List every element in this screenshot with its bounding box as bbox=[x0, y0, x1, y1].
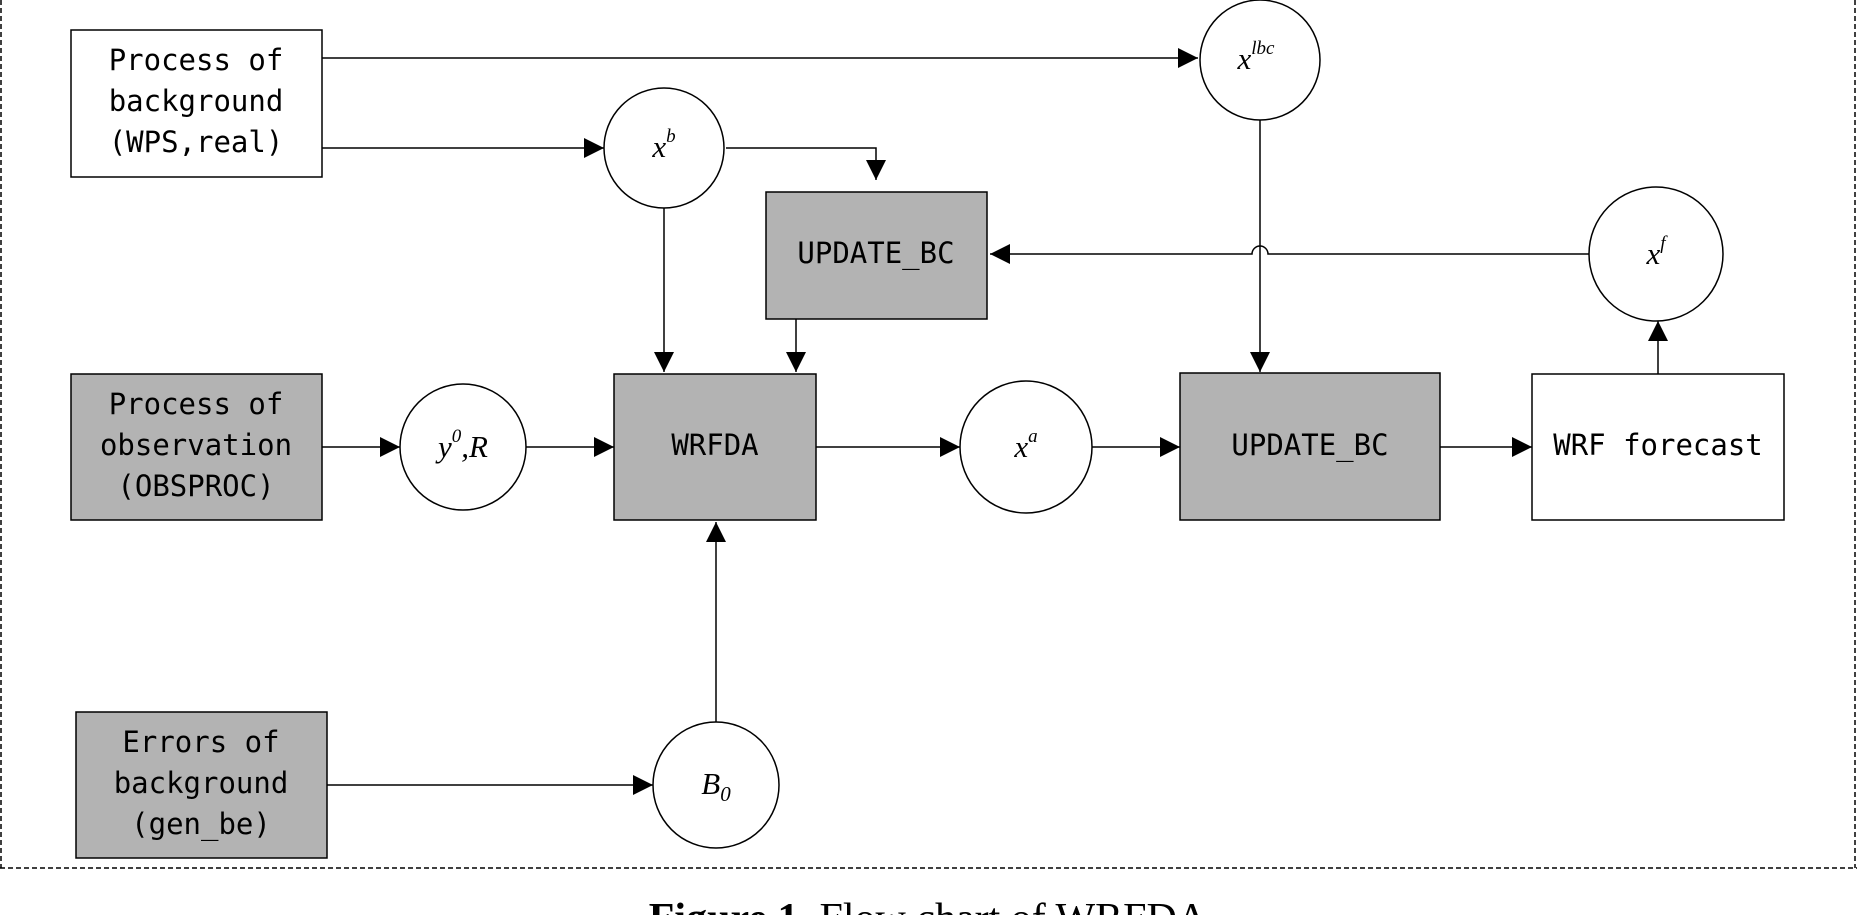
box-label: WRF forecast bbox=[1553, 428, 1763, 462]
circle bbox=[652, 721, 780, 849]
var-y0-r: y0,R bbox=[399, 383, 527, 511]
box-label: WRFDA bbox=[671, 428, 758, 462]
box bbox=[70, 373, 323, 521]
box-line-3: (OBSPROC) bbox=[117, 469, 274, 503]
node-proc-observation: Process of observation (OBSPROC) bbox=[70, 373, 323, 521]
caption-text: Flow chart of WRFDA bbox=[809, 896, 1208, 915]
var-subscript: 0 bbox=[720, 782, 731, 806]
var-base: x bbox=[1237, 41, 1252, 76]
node-errors-background: Errors of background (gen_be) bbox=[75, 711, 328, 859]
var-label: xb bbox=[651, 126, 675, 164]
var-label: xa bbox=[1013, 426, 1037, 464]
var-base: y bbox=[435, 429, 452, 464]
box bbox=[70, 29, 323, 178]
circle bbox=[959, 380, 1093, 514]
circle bbox=[1199, 0, 1321, 121]
arrow-xf-to-update-bc-top bbox=[990, 244, 1590, 264]
var-base: x bbox=[1645, 236, 1660, 271]
box bbox=[765, 191, 988, 320]
node-wrfda: WRFDA bbox=[613, 373, 817, 521]
var-base: B bbox=[701, 766, 720, 801]
box-line-1: Process of bbox=[109, 43, 284, 77]
box-line-3: (WPS,real) bbox=[109, 125, 284, 159]
box-line-2: observation bbox=[100, 428, 292, 462]
box bbox=[75, 711, 328, 859]
var-x-b: xb bbox=[603, 87, 725, 209]
box-line-3: (gen_be) bbox=[131, 807, 271, 842]
node-proc-background: Process of background (WPS,real) bbox=[70, 29, 323, 178]
node-update-bc-top: UPDATE_BC bbox=[765, 191, 988, 320]
box-line-2: background bbox=[109, 84, 284, 118]
var-x-f: xf bbox=[1588, 186, 1724, 322]
box-label: UPDATE_BC bbox=[1231, 428, 1388, 463]
var-label: y0,R bbox=[435, 426, 488, 464]
var-superscript: b bbox=[666, 126, 676, 147]
node-update-bc-main: UPDATE_BC bbox=[1179, 372, 1441, 521]
connectors bbox=[322, 48, 1668, 795]
var-superscript: lbc bbox=[1251, 38, 1275, 59]
var-superscript: f bbox=[1660, 233, 1668, 254]
node-wrf-forecast: WRF forecast bbox=[1531, 373, 1785, 521]
box bbox=[613, 373, 817, 521]
caption-label: Figure 1. bbox=[649, 896, 809, 915]
circle bbox=[399, 383, 527, 511]
var-label: xlbc bbox=[1237, 38, 1276, 76]
var-base: x bbox=[1013, 429, 1028, 464]
var-b0: B0 bbox=[652, 721, 780, 849]
box-line-1: Process of bbox=[109, 387, 284, 421]
figure-caption: Figure 1. Flow chart of WRFDA bbox=[649, 896, 1208, 915]
var-superscript: a bbox=[1028, 426, 1038, 447]
box bbox=[1179, 372, 1441, 521]
box bbox=[1531, 373, 1785, 521]
box-line-2: background bbox=[114, 766, 289, 800]
var-tail: ,R bbox=[461, 429, 488, 464]
box-label: UPDATE_BC bbox=[797, 236, 954, 271]
var-superscript: 0 bbox=[452, 426, 462, 447]
var-label: xf bbox=[1645, 233, 1668, 271]
box-line-1: Errors of bbox=[122, 725, 279, 759]
var-x-lbc: xlbc bbox=[1199, 0, 1321, 121]
var-label: B0 bbox=[701, 766, 731, 806]
arrow-xb-to-update-bc-top bbox=[726, 147, 886, 180]
var-x-a: xa bbox=[959, 380, 1093, 514]
var-base: x bbox=[651, 129, 666, 164]
circle bbox=[603, 87, 725, 209]
circle bbox=[1588, 186, 1724, 322]
